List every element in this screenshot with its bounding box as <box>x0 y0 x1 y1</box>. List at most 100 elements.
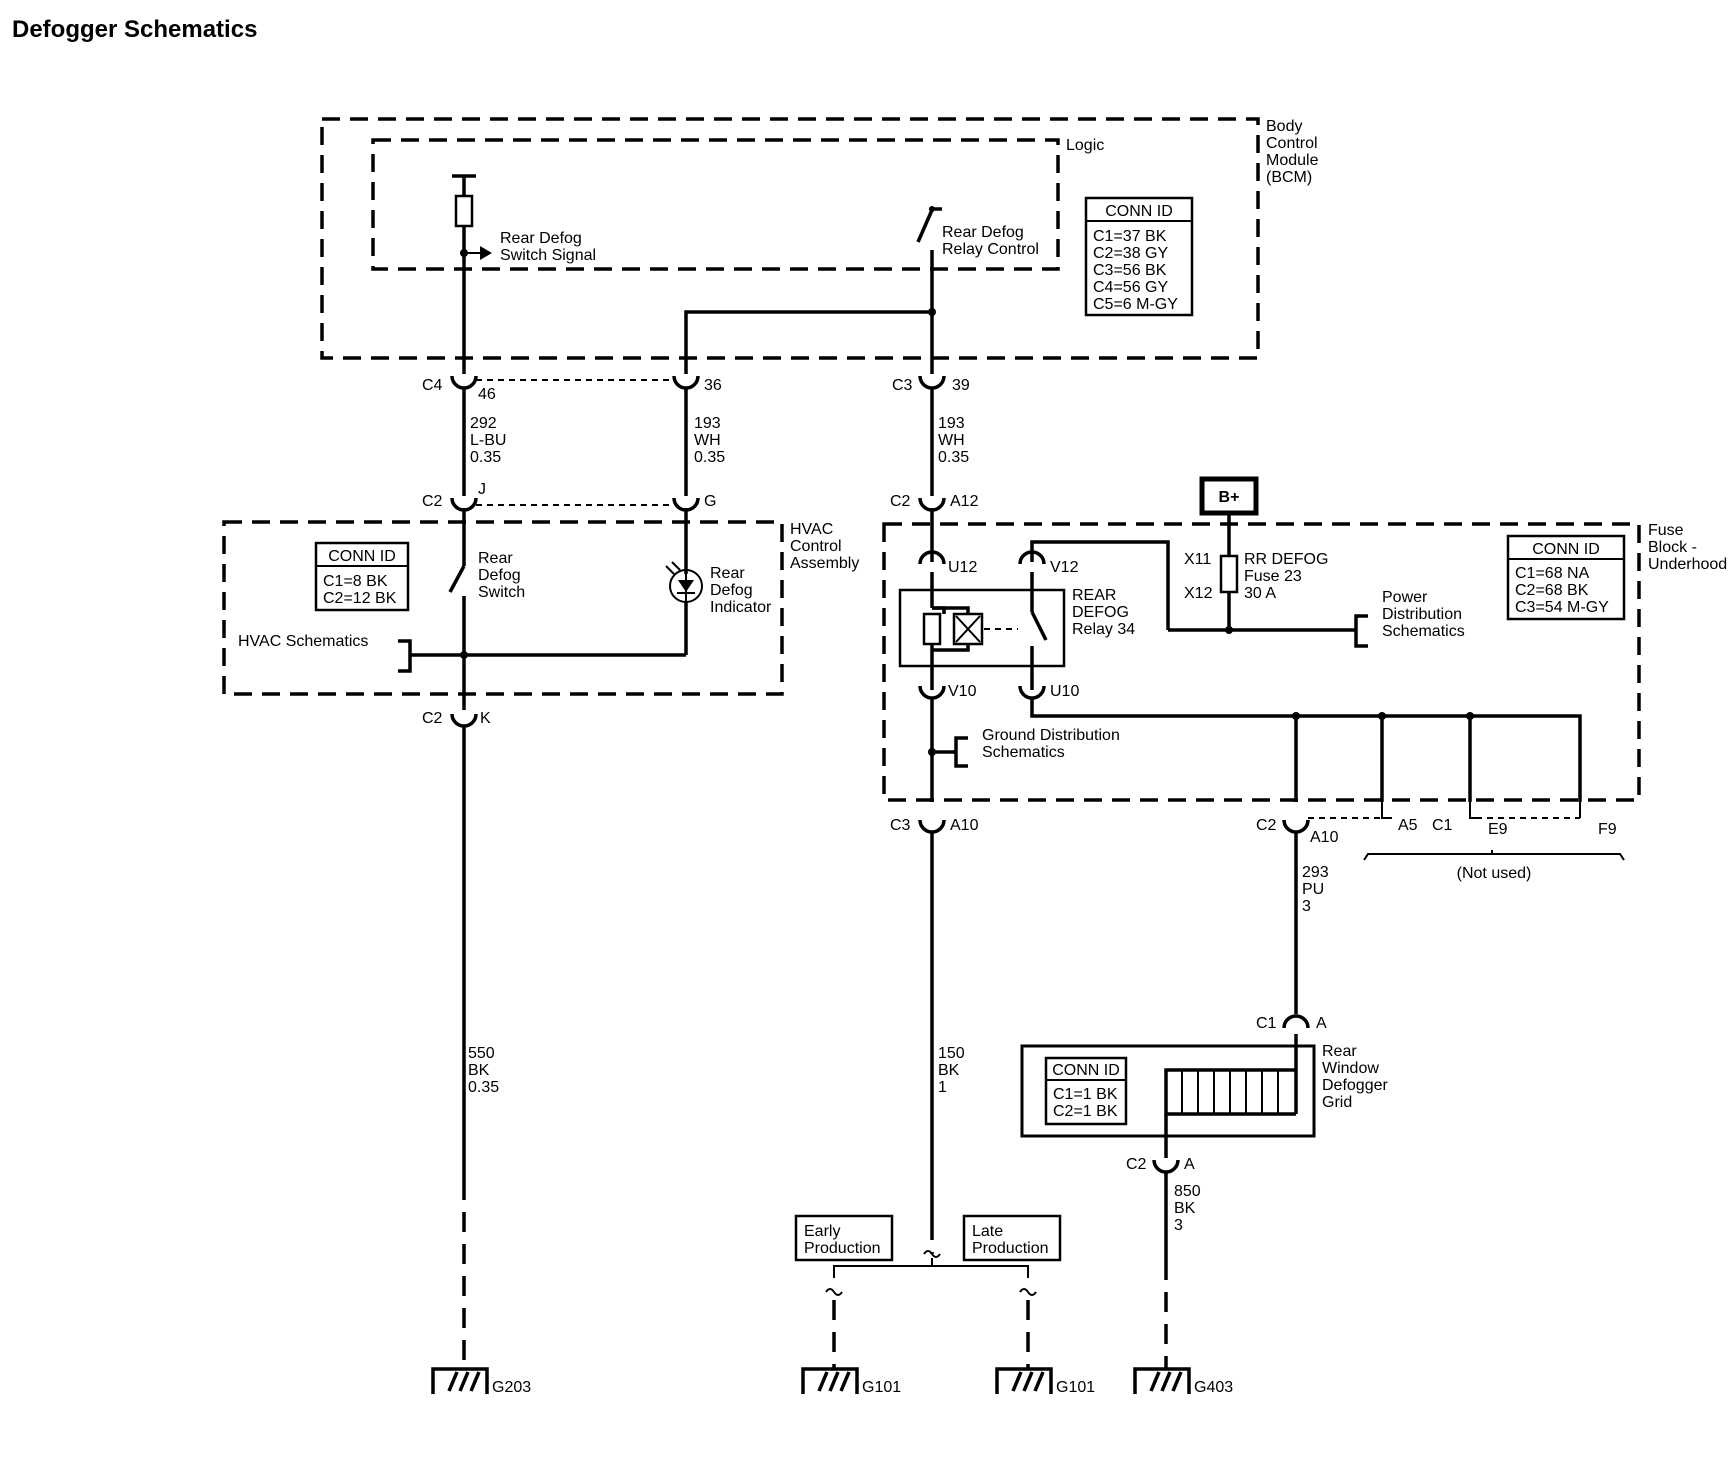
fuse-block-output-connectors: C3 A10 C2 A10 A5 C1 E9 F9 (Not used) <box>890 802 1625 882</box>
connector-c1-a-label: C1 <box>1256 1015 1277 1032</box>
not-used-label: (Not used) <box>1457 865 1532 882</box>
ground-g203-icon <box>431 1367 489 1394</box>
fuse-terminal-x11-label: X11 <box>1184 551 1211 568</box>
svg-text:C4=56 GY: C4=56 GY <box>1093 279 1168 296</box>
bcm-conn-id-table: CONN ID C1=37 BK C2=38 GY C3=56 BK C4=56… <box>1084 196 1194 317</box>
ground-distribution-ref: Ground Distribution Schematics <box>928 698 1124 802</box>
connector-c4-label: C4 <box>422 377 443 394</box>
fuse-block-underhood: Fuse Block - Underhood CONN ID C1=68 NA … <box>882 476 1727 802</box>
late-production-box: Late Production <box>962 1214 1062 1262</box>
ground-g101-early-icon <box>801 1367 859 1394</box>
ground-g403-circuit: C2 A 850 BK 3 G403 <box>1126 1156 1233 1396</box>
hvac-control-assembly: HVAC Control Assembly CONN ID C1=8 BK C2… <box>222 508 859 710</box>
connector-c2-j-label: C2 <box>422 493 443 510</box>
rr-defog-fuse-label: RR DEFOG Fuse 23 30 A <box>1244 551 1333 602</box>
rear-defog-indicator: Rear Defog Indicator <box>464 508 772 657</box>
rear-defog-relay-control-circuit: Rear Defog Relay Control <box>684 206 1039 374</box>
connector-39-label: 39 <box>952 377 970 394</box>
rear-defog-switch: Rear Defog Switch <box>448 508 525 710</box>
battery-positive-label: B+ <box>1219 489 1240 506</box>
svg-text:C1=1 BK: C1=1 BK <box>1053 1086 1118 1103</box>
bcm-logic-label: Logic <box>1066 137 1104 154</box>
battery-positive-box: B+ <box>1199 476 1259 516</box>
unused-pin-c1-label: C1 <box>1432 817 1453 834</box>
svg-text:C2=68 BK: C2=68 BK <box>1515 582 1589 599</box>
hvac-schematics-label: HVAC Schematics <box>238 633 368 650</box>
wire-550-label: 550 BK 0.35 <box>468 1045 499 1096</box>
ground-g101-late-label: G101 <box>1056 1379 1095 1396</box>
connector-c2-k-label: C2 <box>422 710 443 727</box>
connector-g-label: G <box>704 493 716 510</box>
bcm-module-name: Body Control Module (BCM) <box>1266 118 1323 186</box>
connector-c2-a10-label: C2 <box>1256 817 1277 834</box>
c2-connectors-upper: C2 J G C2 A12 <box>422 481 979 512</box>
bcm-connectors: C4 46 36 C3 39 <box>422 375 970 403</box>
svg-text:C3=56 BK: C3=56 BK <box>1093 262 1167 279</box>
svg-text:CONN ID: CONN ID <box>1105 203 1173 220</box>
wire-293-label: 293 PU 3 <box>1302 864 1333 915</box>
defogger-grid-conn-id-table: CONN ID C1=1 BK C2=1 BK <box>1044 1056 1128 1126</box>
svg-text:A10: A10 <box>1310 829 1339 846</box>
rr-defog-fuse: X11 X12 RR DEFOG Fuse 23 30 A <box>1184 513 1333 634</box>
early-production-box: Early Production <box>794 1214 894 1262</box>
connector-c2-a12-label: C2 <box>890 493 911 510</box>
relay-pin-u10-label: U10 <box>1050 683 1079 700</box>
fuse-block-conn-id-table: CONN ID C1=68 NA C2=68 BK C3=54 M-GY <box>1506 534 1626 621</box>
connector-36-label: 36 <box>704 377 722 394</box>
defogger-grid-feed: 293 PU 3 C1 A <box>1256 832 1333 1032</box>
power-distribution-ref: Power Distribution Schematics <box>1168 589 1466 648</box>
connector-c3-a10-label: C3 <box>890 817 911 834</box>
rear-defog-relay-control-label: Rear Defog Relay Control <box>942 224 1039 258</box>
defogger-grid-name: Rear Window Defogger Grid <box>1322 1043 1392 1111</box>
svg-text:CONN ID: CONN ID <box>1052 1062 1120 1079</box>
page-title: Defogger Schematics <box>12 16 258 43</box>
fuse-block-name: Fuse Block - Underhood <box>1648 522 1727 573</box>
svg-text:K: K <box>480 710 491 727</box>
svg-text:CONN ID: CONN ID <box>328 548 396 565</box>
svg-text:J: J <box>478 481 486 498</box>
rear-defog-relay: U12 V12 REAR DEFOG Relay 34 <box>898 508 1170 700</box>
connector-c2-a-label: C2 <box>1126 1156 1147 1173</box>
ground-g101-early-label: G101 <box>862 1379 901 1396</box>
svg-text:C2=1 BK: C2=1 BK <box>1053 1103 1118 1120</box>
ground-g101-late-icon <box>995 1367 1053 1394</box>
svg-text:C1=8 BK: C1=8 BK <box>323 573 388 590</box>
late-production-label: Late Production <box>972 1223 1049 1257</box>
ground-g101-circuit: 150 BK 1 Early Production Late Productio… <box>794 832 1095 1396</box>
rear-defog-indicator-label: Rear Defog Indicator <box>710 565 772 616</box>
svg-text:A12: A12 <box>950 493 979 510</box>
svg-text:C5=6 M-GY: C5=6 M-GY <box>1093 296 1178 313</box>
grid-element-icon <box>1164 1034 1298 1158</box>
rear-defog-switch-signal-label: Rear Defog Switch Signal <box>500 230 596 264</box>
svg-text:C1=68 NA: C1=68 NA <box>1515 565 1590 582</box>
relay-pin-v12-label: V12 <box>1050 559 1079 576</box>
svg-text:C2=12 BK: C2=12 BK <box>323 590 397 607</box>
rear-defog-switch-label: Rear Defog Switch <box>478 550 525 601</box>
power-distribution-label: Power Distribution Schematics <box>1382 589 1466 640</box>
svg-text:C2=38 GY: C2=38 GY <box>1093 245 1168 262</box>
unused-pin-f9-label: F9 <box>1598 821 1617 838</box>
connector-c3-label: C3 <box>892 377 913 394</box>
wires-upper: 292 L-BU 0.35 193 WH 0.35 193 WH 0.35 <box>462 388 969 496</box>
ground-g203-label: G203 <box>492 1379 531 1396</box>
svg-text:C3=54 M-GY: C3=54 M-GY <box>1515 599 1609 616</box>
ground-g203-circuit: C2 K 550 BK 0.35 G203 <box>422 710 531 1396</box>
hvac-schematics-ref: HVAC Schematics <box>238 633 464 673</box>
ground-g403-icon <box>1133 1367 1191 1394</box>
wire-850-label: 850 BK 3 <box>1174 1183 1205 1234</box>
hvac-conn-id-table: CONN ID C1=8 BK C2=12 BK <box>314 541 410 612</box>
relay-pin-v10-label: V10 <box>948 683 977 700</box>
wire-150-label: 150 BK 1 <box>938 1045 969 1096</box>
svg-text:A10: A10 <box>950 817 979 834</box>
svg-text:C1=37 BK: C1=37 BK <box>1093 228 1167 245</box>
rear-defog-switch-signal-circuit: Rear Defog Switch Signal <box>452 174 596 374</box>
unused-pin-e9-label: E9 <box>1488 821 1508 838</box>
ground-distribution-label: Ground Distribution Schematics <box>982 727 1124 761</box>
wire-193-hvac-label: 193 WH 0.35 <box>694 415 725 466</box>
svg-text:A: A <box>1316 1015 1327 1032</box>
wire-193-relay-label: 193 WH 0.35 <box>938 415 969 466</box>
svg-text:A: A <box>1184 1156 1195 1173</box>
wire-292-label: 292 L-BU 0.35 <box>470 415 511 466</box>
bcm-module: Logic Body Control Module (BCM) CONN ID … <box>320 117 1323 374</box>
